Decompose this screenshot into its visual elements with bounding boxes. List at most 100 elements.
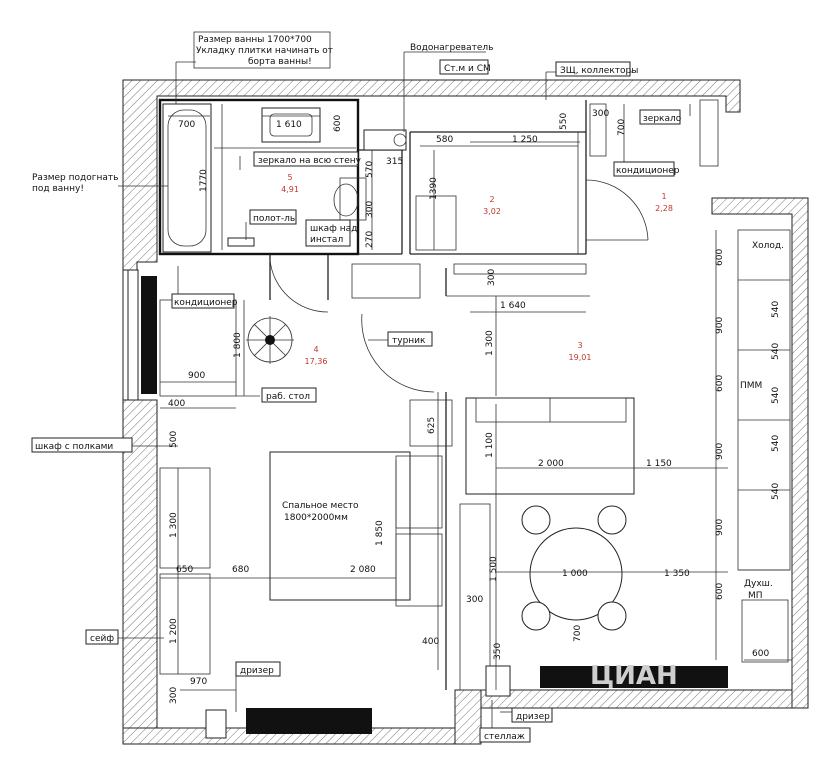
svg-text:700: 700	[178, 120, 195, 130]
svg-text:600: 600	[752, 649, 769, 659]
bath-size-note-2: Укладку плитки начинать от	[196, 46, 333, 56]
kitchen-run	[737, 229, 791, 663]
toilet-installation	[339, 177, 367, 221]
svg-text:1 350: 1 350	[664, 569, 690, 579]
oven-label-1: Духш.	[744, 579, 773, 589]
svg-text:600: 600	[715, 375, 725, 392]
cabinet-install-2: инстал	[310, 235, 343, 245]
work-table-label: раб. стол	[266, 392, 310, 402]
svg-text:900: 900	[188, 371, 205, 381]
svg-text:1390: 1390	[429, 177, 439, 200]
dishwasher-label: ПММ	[740, 381, 762, 391]
svg-text:17,36: 17,36	[305, 357, 328, 366]
svg-text:1 000: 1 000	[562, 569, 588, 579]
room-label-2: 2 3,02	[483, 195, 501, 216]
svg-text:500: 500	[169, 431, 179, 448]
shelf-cabinet-label: шкаф с полками	[35, 442, 113, 452]
svg-text:970: 970	[190, 677, 207, 687]
water-heater-label: Водонагреватель	[410, 43, 493, 53]
svg-text:1 100: 1 100	[485, 432, 495, 458]
svg-text:540: 540	[771, 435, 781, 452]
svg-text:600: 600	[333, 115, 343, 132]
svg-text:300: 300	[466, 595, 483, 605]
svg-text:700: 700	[617, 119, 627, 136]
svg-text:19,01: 19,01	[569, 353, 592, 362]
partitions	[158, 98, 590, 690]
svg-text:540: 540	[771, 387, 781, 404]
shield-collectors-label: ЗЩ, коллекторы	[560, 66, 638, 76]
svg-text:540: 540	[771, 301, 781, 318]
fit-to-bath-note-1: Размер подогнать	[32, 173, 118, 183]
dimension-labels: 700 1 610 600 1770 580 1 250 550 300 700…	[168, 109, 781, 704]
svg-text:900: 900	[715, 317, 725, 334]
oven-label-2: МП	[748, 591, 763, 601]
left-window	[127, 269, 157, 401]
svg-text:350: 350	[493, 643, 503, 660]
desk-chair-icon	[246, 316, 294, 364]
svg-text:680: 680	[232, 565, 249, 575]
svg-text:300: 300	[365, 201, 375, 218]
svg-text:1 300: 1 300	[485, 330, 495, 356]
svg-text:900: 900	[715, 443, 725, 460]
svg-text:540: 540	[771, 483, 781, 500]
water-heater-tag: Ст.м и СМ	[444, 64, 491, 74]
svg-text:580: 580	[436, 135, 453, 145]
dining-table	[521, 505, 627, 631]
bar-label: турник	[392, 336, 426, 346]
mirror-wall-label: зеркало на всю стену	[258, 156, 362, 166]
sleep-area-1: Спальное место	[282, 501, 359, 511]
bottom-radiator-left	[246, 708, 372, 734]
safe-cabinet	[159, 573, 211, 675]
safe-label: сейф	[90, 634, 114, 644]
svg-text:700: 700	[573, 625, 583, 642]
svg-text:1 500: 1 500	[489, 556, 499, 582]
svg-text:315: 315	[386, 157, 403, 167]
shelf-cabinet	[159, 467, 211, 569]
bottom-radiator-right	[540, 666, 728, 688]
riser-right-label: дризер	[516, 712, 550, 722]
fit-to-bath-note-2: под ванну!	[32, 184, 84, 194]
svg-text:400: 400	[168, 399, 185, 409]
room-label-5: 5 4,91	[281, 173, 299, 194]
rack-label: стеллаж	[484, 732, 525, 742]
svg-text:1: 1	[661, 192, 666, 201]
riser-left-label: дризер	[240, 666, 274, 676]
svg-text:650: 650	[176, 565, 193, 575]
sleep-area-2: 1800*2000мм	[284, 513, 348, 523]
bed	[269, 451, 443, 607]
room-label-3: 3 19,01	[569, 341, 592, 362]
svg-text:1 150: 1 150	[646, 459, 672, 469]
svg-text:4,91: 4,91	[281, 185, 299, 194]
bath-size-note-1: Размер ванны 1700*700	[198, 35, 312, 45]
svg-text:600: 600	[715, 249, 725, 266]
svg-text:2 080: 2 080	[350, 565, 376, 575]
svg-text:1 250: 1 250	[512, 135, 538, 145]
svg-text:1 200: 1 200	[169, 618, 179, 644]
svg-text:4: 4	[313, 345, 318, 354]
svg-text:540: 540	[771, 343, 781, 360]
svg-text:2: 2	[489, 195, 494, 204]
svg-text:550: 550	[559, 113, 569, 130]
svg-text:1 850: 1 850	[375, 520, 385, 546]
svg-text:1 300: 1 300	[169, 512, 179, 538]
svg-text:3: 3	[577, 341, 582, 350]
svg-text:1 800: 1 800	[233, 332, 243, 358]
svg-text:300: 300	[169, 687, 179, 704]
fridge-label: Холод.	[752, 241, 784, 251]
svg-text:625: 625	[427, 417, 437, 434]
ac-entrance-label: кондиционер	[616, 166, 680, 176]
svg-text:5: 5	[287, 173, 292, 182]
water-heater	[393, 133, 407, 147]
svg-text:1770: 1770	[199, 169, 209, 192]
bath-size-note-3: борта ванны!	[248, 57, 312, 67]
cabinet-install-1: шкаф над	[310, 224, 357, 234]
dimension-lines	[160, 104, 792, 691]
bathtub	[162, 103, 212, 253]
svg-text:1 610: 1 610	[276, 120, 302, 130]
towel-label: полот-ль	[253, 214, 295, 224]
ac-room-label: кондиционер	[174, 298, 238, 308]
svg-text:600: 600	[715, 583, 725, 600]
room-label-1: 1 2,28	[655, 192, 673, 213]
svg-text:2,28: 2,28	[655, 204, 673, 213]
